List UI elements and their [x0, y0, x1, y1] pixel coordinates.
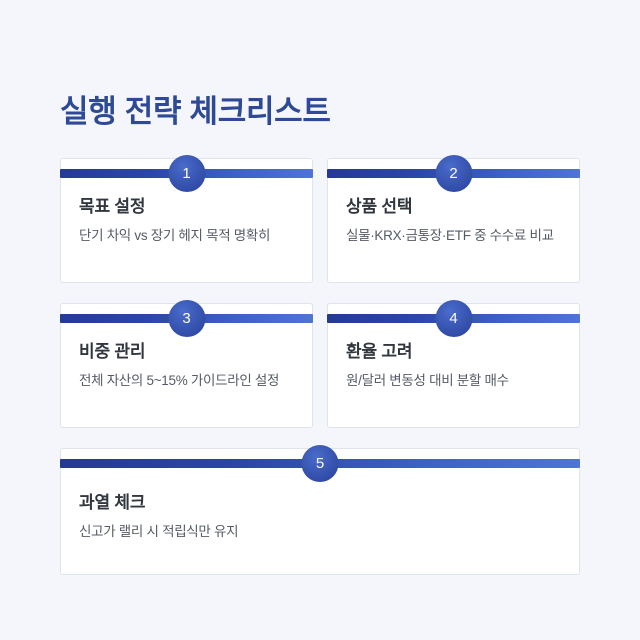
step-number-badge: 1 — [168, 155, 205, 192]
card-description: 단기 차익 vs 장기 헤지 목적 명확히 — [79, 228, 271, 244]
card-description: 원/달러 변동성 대비 분할 매수 — [346, 373, 509, 389]
card-description: 신고가 랠리 시 적립식만 유지 — [79, 524, 239, 540]
card-title: 비중 관리 — [79, 342, 146, 361]
checklist-card-2: 2 상품 선택 실물·KRX·금통장·ETF 중 수수료 비교 — [327, 155, 580, 283]
checklist-card-4: 4 환율 고려 원/달러 변동성 대비 분할 매수 — [327, 300, 580, 428]
card-title: 상품 선택 — [346, 197, 413, 216]
checklist-card-1: 1 목표 설정 단기 차익 vs 장기 헤지 목적 명확히 — [60, 155, 313, 283]
page-title: 실행 전략 체크리스트 — [60, 93, 331, 129]
step-number-badge: 2 — [435, 155, 472, 192]
step-number-badge: 4 — [435, 300, 472, 337]
step-number-badge: 5 — [301, 445, 339, 482]
card-title: 환율 고려 — [346, 342, 413, 361]
card-description: 실물·KRX·금통장·ETF 중 수수료 비교 — [346, 228, 554, 244]
card-description: 전체 자산의 5~15% 가이드라인 설정 — [79, 373, 280, 389]
card-title: 목표 설정 — [79, 197, 146, 216]
checklist-card-5: 5 과열 체크 신고가 랠리 시 적립식만 유지 — [60, 445, 580, 575]
card-title: 과열 체크 — [79, 493, 146, 512]
checklist-card-3: 3 비중 관리 전체 자산의 5~15% 가이드라인 설정 — [60, 300, 313, 428]
checklist-grid: 1 목표 설정 단기 차익 vs 장기 헤지 목적 명확히 2 상품 선택 실물… — [60, 155, 580, 575]
step-number-badge: 3 — [168, 300, 205, 337]
